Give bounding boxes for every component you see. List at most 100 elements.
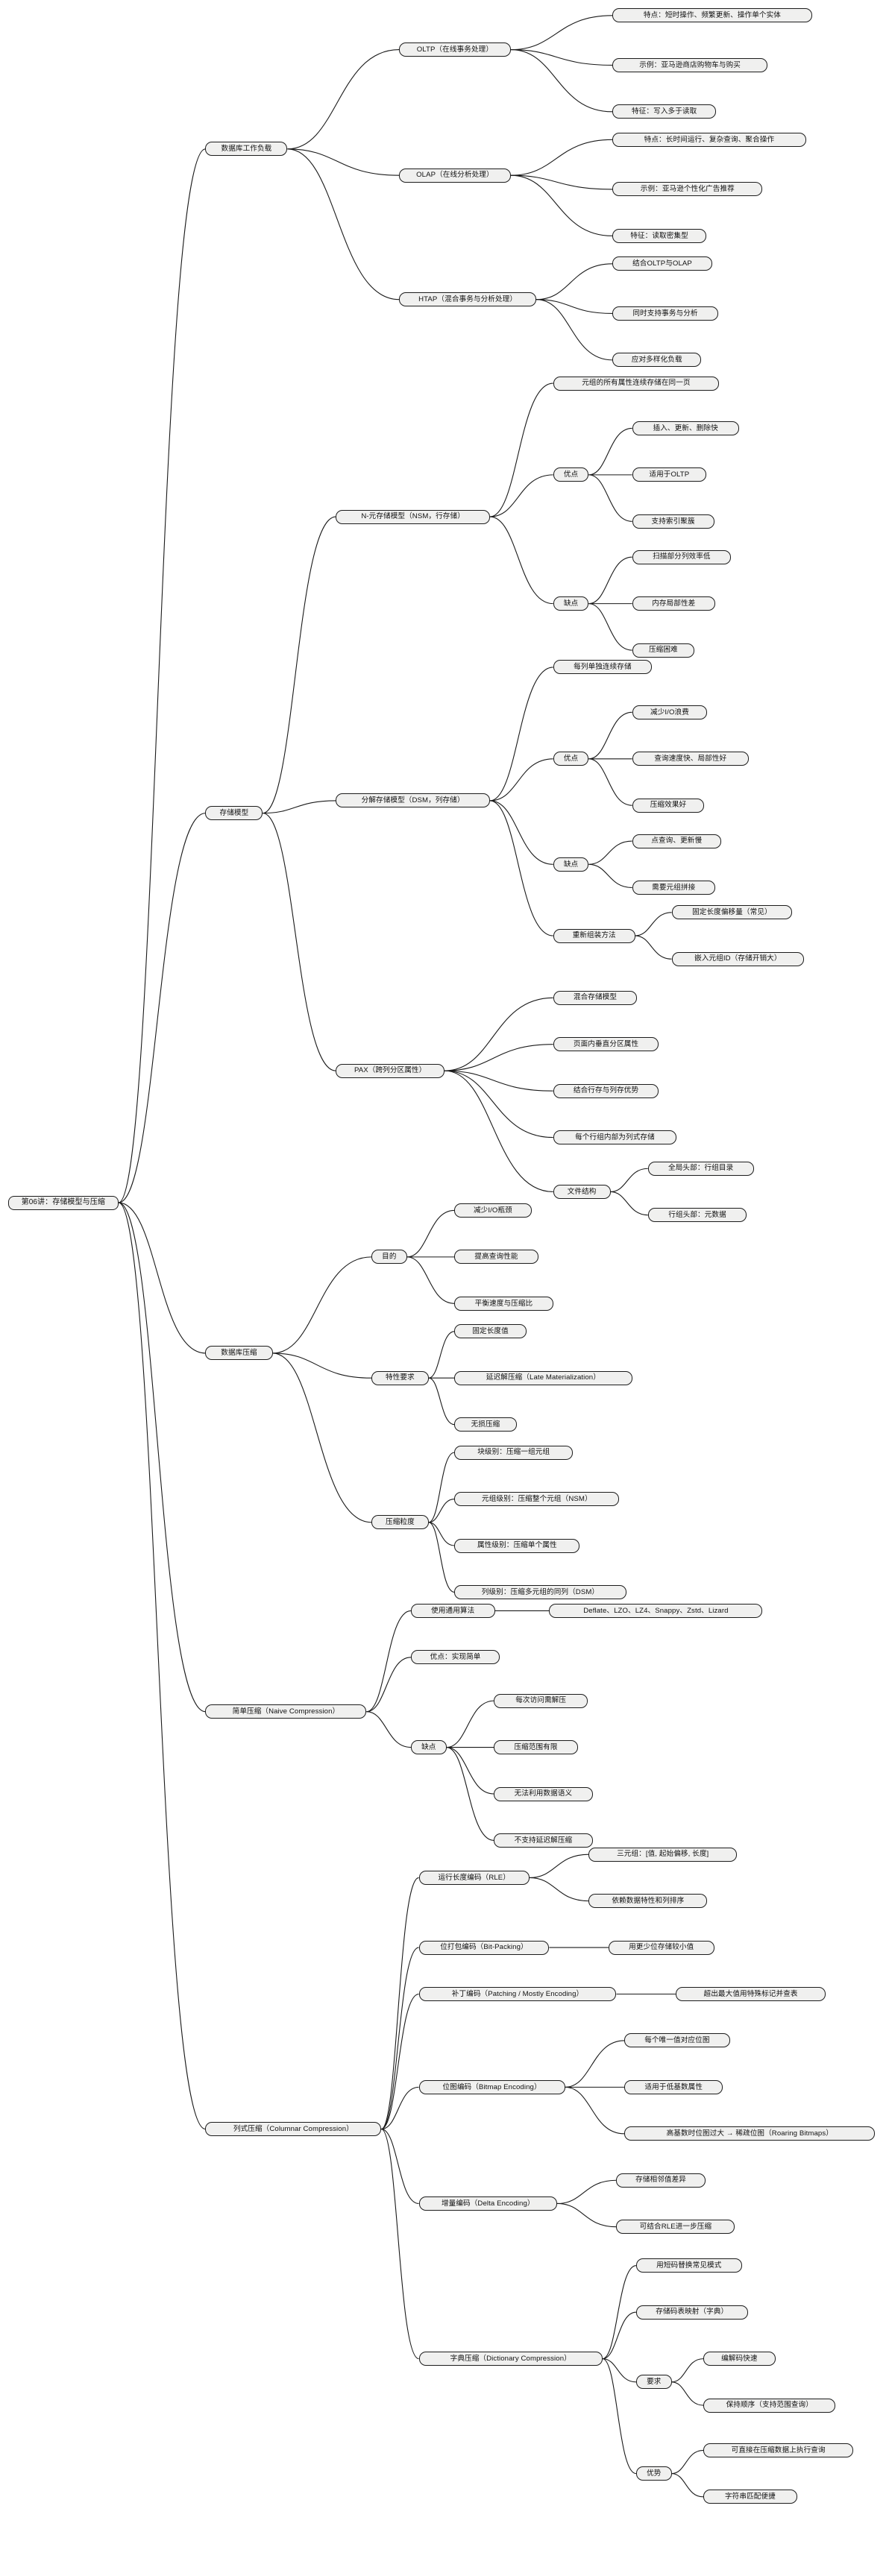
mindmap-node[interactable]: 适用于OLTP bbox=[632, 467, 706, 482]
mindmap-node[interactable]: 扫描部分列效率低 bbox=[632, 549, 732, 564]
mindmap-node[interactable]: 每次访问需解压 bbox=[494, 1693, 588, 1708]
mindmap-node[interactable]: 同时支持事务与分析 bbox=[612, 306, 718, 321]
mindmap-node[interactable]: 增量编码（Delta Encoding） bbox=[418, 2196, 557, 2211]
mindmap-node[interactable]: 固定长度偏移量（常见） bbox=[671, 905, 793, 920]
mindmap-node[interactable]: 列级别：压缩多元组的同列（DSM） bbox=[454, 1584, 626, 1599]
mindmap-node[interactable]: 数据库工作负载 bbox=[205, 142, 288, 157]
mindmap-edge bbox=[118, 813, 206, 1203]
mindmap-node[interactable]: 页面内垂直分区属性 bbox=[553, 1037, 659, 1052]
mindmap-node[interactable]: 行组头部：元数据 bbox=[647, 1208, 747, 1223]
mindmap-root-node[interactable]: 第06讲：存储模型与压缩 bbox=[7, 1195, 119, 1210]
mindmap-edge bbox=[510, 15, 613, 51]
mindmap-node[interactable]: 提高查询性能 bbox=[454, 1250, 538, 1265]
mindmap-node[interactable]: 插入、更新、删除快 bbox=[632, 421, 739, 435]
mindmap-node[interactable]: 文件结构 bbox=[553, 1184, 611, 1199]
mindmap-node[interactable]: 字符串匹配便捷 bbox=[703, 2490, 797, 2504]
mindmap-node[interactable]: 缺点 bbox=[553, 857, 589, 872]
mindmap-node[interactable]: 查询速度快、局部性好 bbox=[632, 752, 749, 766]
mindmap-node[interactable]: 简单压缩（Naive Compression） bbox=[205, 1704, 367, 1719]
mindmap-node[interactable]: 超出最大值用特殊标记并查表 bbox=[675, 1987, 826, 2001]
mindmap-node[interactable]: 优点：实现简单 bbox=[410, 1650, 500, 1665]
mindmap-node[interactable]: 优势 bbox=[635, 2466, 672, 2481]
mindmap-node[interactable]: 缺点 bbox=[410, 1740, 447, 1755]
mindmap-node[interactable]: 缺点 bbox=[553, 596, 589, 611]
mindmap-node[interactable]: 用短码替换常见模式 bbox=[635, 2258, 742, 2273]
mindmap-node[interactable]: 特征：读取密集型 bbox=[612, 228, 706, 243]
mindmap-node[interactable]: 每个行组内部为列式存储 bbox=[553, 1130, 677, 1145]
mindmap-node[interactable]: 减少I/O浪费 bbox=[632, 705, 708, 719]
mindmap-node[interactable]: 重新组装方法 bbox=[553, 928, 635, 943]
mindmap-node[interactable]: 混合存储模型 bbox=[553, 990, 638, 1005]
mindmap-node[interactable]: OLAP（在线分析处理） bbox=[399, 168, 511, 183]
mindmap-node[interactable]: 补丁编码（Patching / Mostly Encoding） bbox=[418, 1987, 617, 2001]
mindmap-node[interactable]: 延迟解压缩（Late Materialization） bbox=[454, 1370, 632, 1385]
mindmap-node[interactable]: 数据库压缩 bbox=[205, 1346, 273, 1361]
mindmap-node[interactable]: 三元组：[值, 起始偏移, 长度] bbox=[588, 1847, 738, 1862]
mindmap-node[interactable]: 适用于低基数属性 bbox=[624, 2079, 723, 2094]
mindmap-node[interactable]: 特点：短时操作、频繁更新、操作单个实体 bbox=[612, 8, 812, 23]
mindmap-edge bbox=[610, 1191, 648, 1216]
mindmap-node[interactable]: 优点 bbox=[553, 752, 589, 766]
mindmap-node[interactable]: 不支持延迟解压缩 bbox=[494, 1833, 593, 1848]
mindmap-node[interactable]: 目的 bbox=[371, 1250, 407, 1265]
mindmap-node[interactable]: 存储模型 bbox=[205, 806, 263, 821]
mindmap-node[interactable]: 压缩粒度 bbox=[371, 1515, 429, 1530]
mindmap-node[interactable]: 列式压缩（Columnar Compression） bbox=[205, 2122, 382, 2137]
mindmap-node[interactable]: 内存局部性差 bbox=[632, 596, 715, 611]
mindmap-node[interactable]: 元组的所有属性连续存储在同一页 bbox=[553, 376, 720, 391]
mindmap-node[interactable]: HTAP（混合事务与分析处理） bbox=[399, 292, 537, 307]
mindmap-node[interactable]: 字典压缩（Dictionary Compression） bbox=[418, 2352, 603, 2366]
mindmap-node[interactable]: 要求 bbox=[635, 2375, 672, 2390]
mindmap-node[interactable]: 位打包编码（Bit-Packing） bbox=[418, 1940, 550, 1955]
mindmap-node[interactable]: 压缩困难 bbox=[632, 643, 695, 658]
mindmap-node[interactable]: 示例：亚马逊商店购物车与购买 bbox=[612, 57, 768, 72]
mindmap-edge bbox=[510, 174, 613, 190]
mindmap-node[interactable]: 位图编码（Bitmap Encoding） bbox=[418, 2079, 565, 2094]
mindmap-node[interactable]: 示例：亚马逊个性化广告推荐 bbox=[612, 182, 763, 197]
mindmap-node[interactable]: 减少I/O瓶颈 bbox=[454, 1203, 532, 1218]
mindmap-node[interactable]: 压缩效果好 bbox=[632, 798, 705, 813]
mindmap-node[interactable]: OLTP（在线事务处理） bbox=[399, 42, 511, 57]
mindmap-node[interactable]: 结合OLTP与OLAP bbox=[612, 256, 712, 271]
mindmap-node[interactable]: N-元存储模型（NSM，行存储） bbox=[336, 509, 490, 524]
mindmap-node[interactable]: 高基数时位图过大 → 稀疏位图（Roaring Bitmaps） bbox=[624, 2126, 876, 2141]
mindmap-node[interactable]: 固定长度值 bbox=[454, 1324, 527, 1339]
mindmap-node[interactable]: 块级别：压缩一组元组 bbox=[454, 1445, 574, 1460]
mindmap-node[interactable]: 运行长度编码（RLE） bbox=[418, 1870, 530, 1885]
mindmap-node[interactable]: 存储码表映射（字典） bbox=[635, 2305, 748, 2320]
mindmap-node[interactable]: 编解码快速 bbox=[703, 2352, 776, 2366]
mindmap-node[interactable]: 平衡速度与压缩比 bbox=[454, 1296, 553, 1311]
mindmap-node[interactable]: 用更少位存储较小值 bbox=[608, 1940, 714, 1955]
mindmap-node[interactable]: 使用通用算法 bbox=[410, 1603, 495, 1618]
mindmap-node[interactable]: 每列单独连续存储 bbox=[553, 660, 653, 675]
mindmap-node[interactable]: 压缩范围有限 bbox=[494, 1740, 578, 1755]
mindmap-node[interactable]: 依赖数据特性和列排序 bbox=[588, 1894, 708, 1909]
mindmap-edge bbox=[536, 299, 613, 361]
mindmap-node[interactable]: 结合行存与列存优势 bbox=[553, 1083, 659, 1098]
mindmap-edge bbox=[565, 2086, 625, 2135]
mindmap-node[interactable]: 元组级别：压缩整个元组（NSM） bbox=[454, 1492, 620, 1507]
mindmap-node[interactable]: 全局头部：行组目录 bbox=[647, 1161, 754, 1176]
mindmap-node[interactable]: 存储相邻值差异 bbox=[616, 2173, 706, 2188]
mindmap-node[interactable]: 优点 bbox=[553, 467, 589, 482]
mindmap-node[interactable]: 点查询、更新慢 bbox=[632, 834, 721, 848]
mindmap-node[interactable]: 需要元组拼接 bbox=[632, 881, 715, 895]
mindmap-node[interactable]: 特点：长时间运行、复杂查询、聚合操作 bbox=[612, 132, 806, 147]
mindmap-node[interactable]: 无损压缩 bbox=[454, 1417, 517, 1432]
mindmap-node[interactable]: 分解存储模型（DSM，列存储） bbox=[336, 793, 490, 808]
mindmap-node[interactable]: 特征：写入多于读取 bbox=[612, 104, 717, 119]
mindmap-node[interactable]: 支持索引聚簇 bbox=[632, 514, 714, 529]
mindmap-node[interactable]: 应对多样化负载 bbox=[612, 353, 702, 368]
mindmap-node[interactable]: 特性要求 bbox=[371, 1370, 429, 1385]
mindmap-node[interactable]: 可直接在压缩数据上执行查询 bbox=[703, 2443, 854, 2457]
mindmap-edge bbox=[635, 912, 672, 936]
mindmap-node[interactable]: Deflate、LZO、LZ4、Snappy、Zstd、Lizard bbox=[549, 1603, 763, 1618]
mindmap-node[interactable]: 嵌入元组ID（存储开销大） bbox=[671, 951, 805, 966]
mindmap-node[interactable]: 每个唯一值对应位图 bbox=[624, 2033, 730, 2048]
mindmap-node[interactable]: 保持顺序（支持范围查询） bbox=[703, 2398, 836, 2413]
mindmap-node[interactable]: 属性级别：压缩单个属性 bbox=[454, 1538, 580, 1553]
mindmap-node[interactable]: 无法利用数据语义 bbox=[494, 1786, 593, 1801]
mindmap-edge bbox=[610, 1168, 648, 1193]
mindmap-node[interactable]: 可结合RLE进一步压缩 bbox=[616, 2220, 735, 2235]
mindmap-node[interactable]: PAX（跨列分区属性） bbox=[336, 1063, 444, 1078]
